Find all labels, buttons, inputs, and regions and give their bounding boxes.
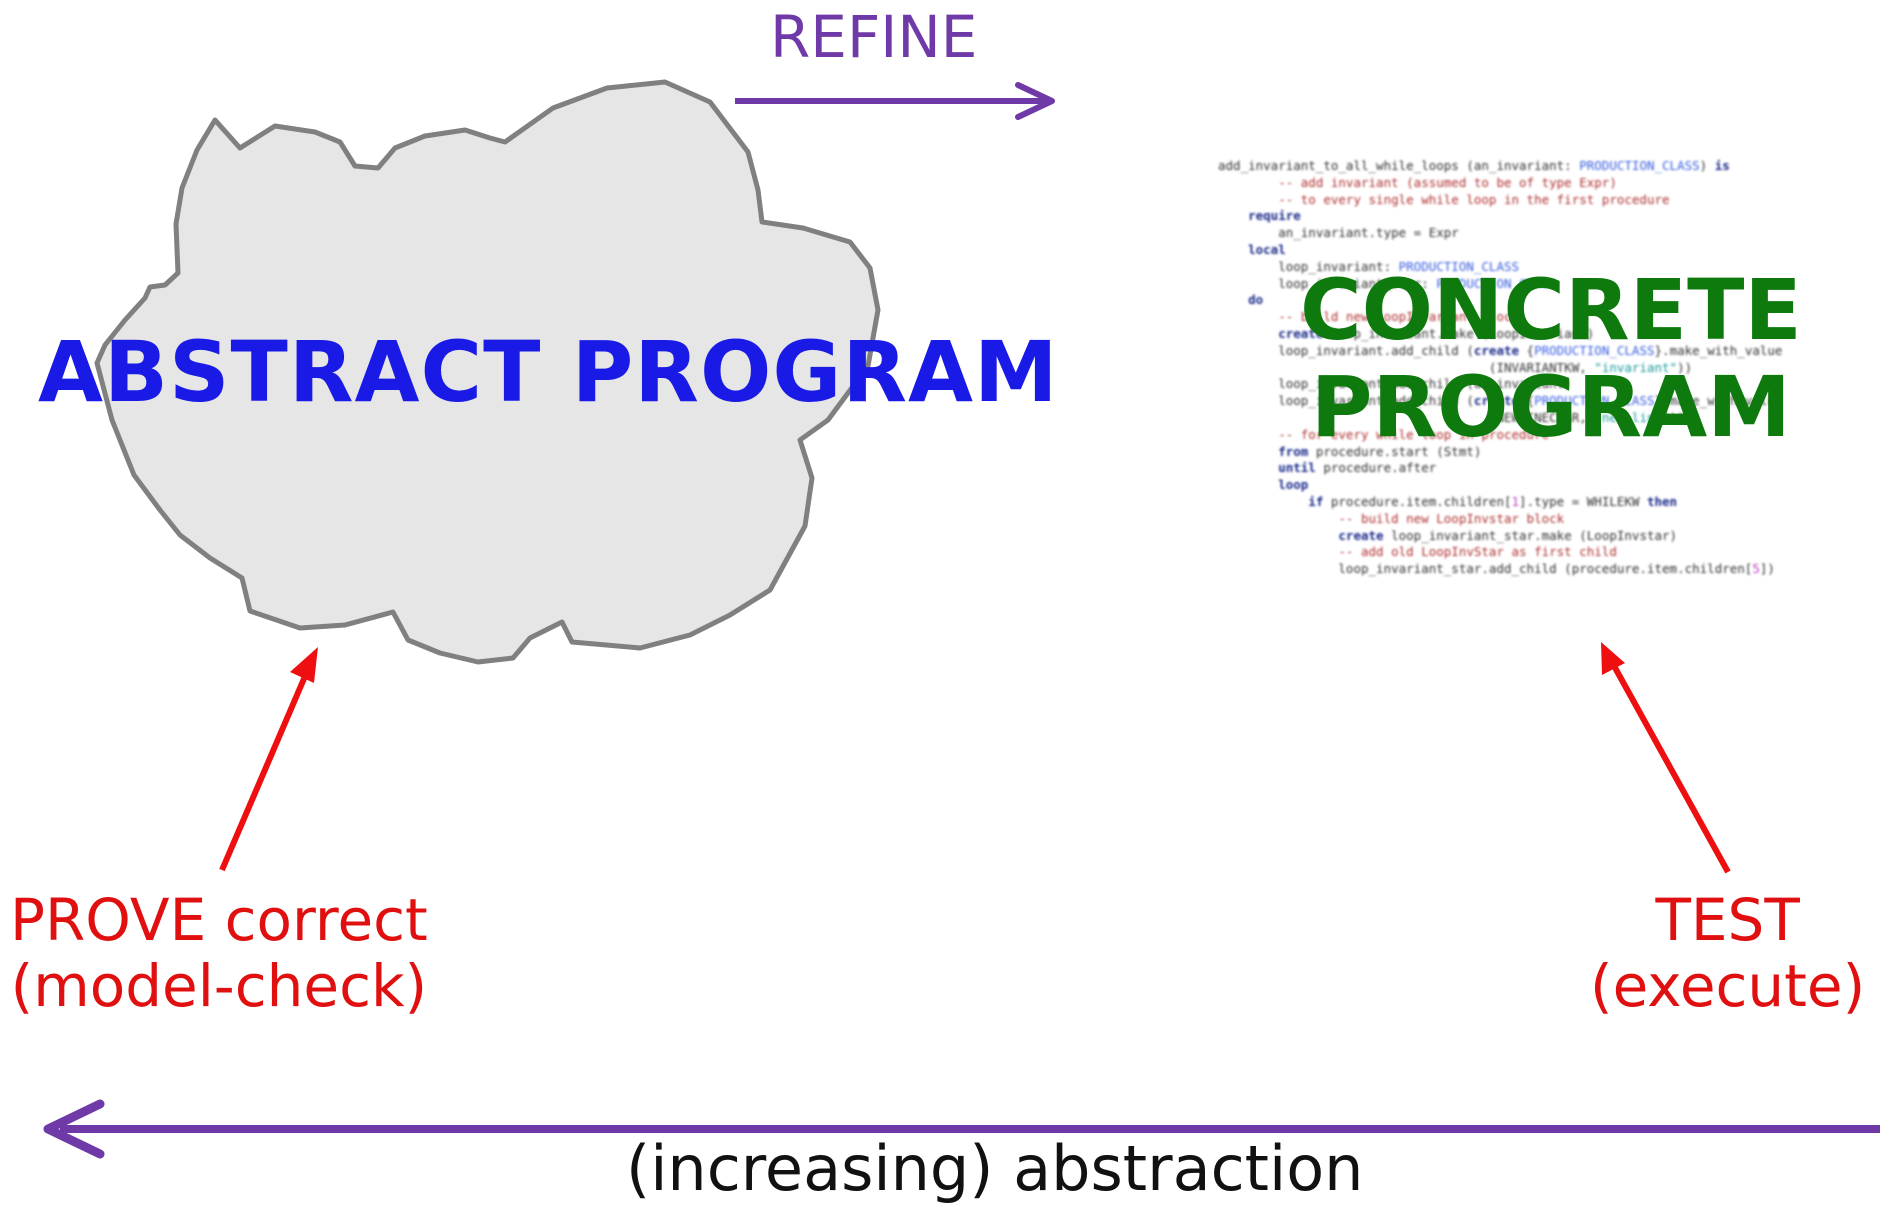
abstract-program-label: ABSTRACT PROGRAM	[38, 323, 1059, 421]
code-line: loop_invariant: PRODUCTION_CLASS	[1218, 258, 1520, 274]
code-line: -- build new LoopInvariant block	[1218, 309, 1520, 325]
code-line: loop_invariant_star.add_child (procedure…	[1218, 561, 1775, 577]
prove-arrow	[219, 658, 315, 872]
code-line: create loop_invariant.make (LoopInvarian…	[1218, 325, 1595, 341]
code-line: -- add invariant (assumed to be of type …	[1218, 174, 1617, 190]
code-line: until procedure.after	[1218, 460, 1437, 476]
code-line: local	[1218, 241, 1286, 257]
refine-arrow-head	[1015, 82, 1055, 120]
test-label-line2: (execute)	[1590, 951, 1866, 1020]
code-line: do	[1218, 292, 1264, 308]
code-line: if procedure.item.children[1].type = WHI…	[1218, 493, 1678, 509]
code-snippet: add_invariant_to_all_while_loops (an_inv…	[1218, 158, 1838, 578]
code-line: an_invariant.type = Expr	[1218, 225, 1459, 241]
prove-label: PROVE correct (model-check)	[10, 886, 428, 1020]
refine-label: REFINE	[770, 3, 978, 71]
abstract-program-cloud	[94, 79, 881, 665]
prove-label-line2: (model-check)	[10, 951, 428, 1020]
test-label-line1: TEST	[1655, 886, 1800, 954]
code-line: loop_invariant_star: PRODUCTION_CLASS	[1218, 275, 1557, 291]
abstraction-arrow-head	[43, 1099, 105, 1159]
code-line: (INVARIANTKW, "invariant"))	[1218, 359, 1693, 375]
code-line: loop_invariant.add_child (an_invariant)	[1218, 376, 1572, 392]
test-arrow	[1605, 653, 1731, 874]
concrete-label-line1: CONCRETE	[1300, 261, 1802, 359]
code-line: -- to every single while loop in the fir…	[1218, 191, 1670, 207]
code-line: require	[1218, 208, 1301, 224]
code-line: -- for every while loop in procedure	[1218, 426, 1550, 442]
code-line: from procedure.start (Stmt)	[1218, 443, 1482, 459]
code-line: create loop_invariant_star.make (LoopInv…	[1218, 527, 1678, 543]
code-line: loop_invariant.add_child (create {PRODUC…	[1218, 342, 1783, 358]
code-line: -- add old LoopInvStar as first child	[1218, 544, 1617, 560]
test-arrow-head	[1601, 642, 1625, 675]
code-line: loop_invariant.add_child (create {PRODUC…	[1218, 393, 1783, 409]
abstraction-label: (increasing) abstraction	[626, 1132, 1364, 1205]
prove-label-line1: PROVE correct	[10, 886, 428, 954]
test-label: TEST (execute)	[1590, 886, 1866, 1020]
code-line: (NEWLINECHAR, "new_line"))	[1218, 409, 1685, 425]
code-line: add_invariant_to_all_while_loops (an_inv…	[1218, 158, 1730, 173]
concrete-label-line2: PROGRAM	[1310, 358, 1791, 457]
code-line: -- build new LoopInvstar block	[1218, 510, 1565, 526]
prove-arrow-head	[290, 647, 318, 683]
code-line: loop	[1218, 477, 1309, 493]
concrete-program-label: CONCRETE PROGRAM	[1300, 261, 1802, 457]
